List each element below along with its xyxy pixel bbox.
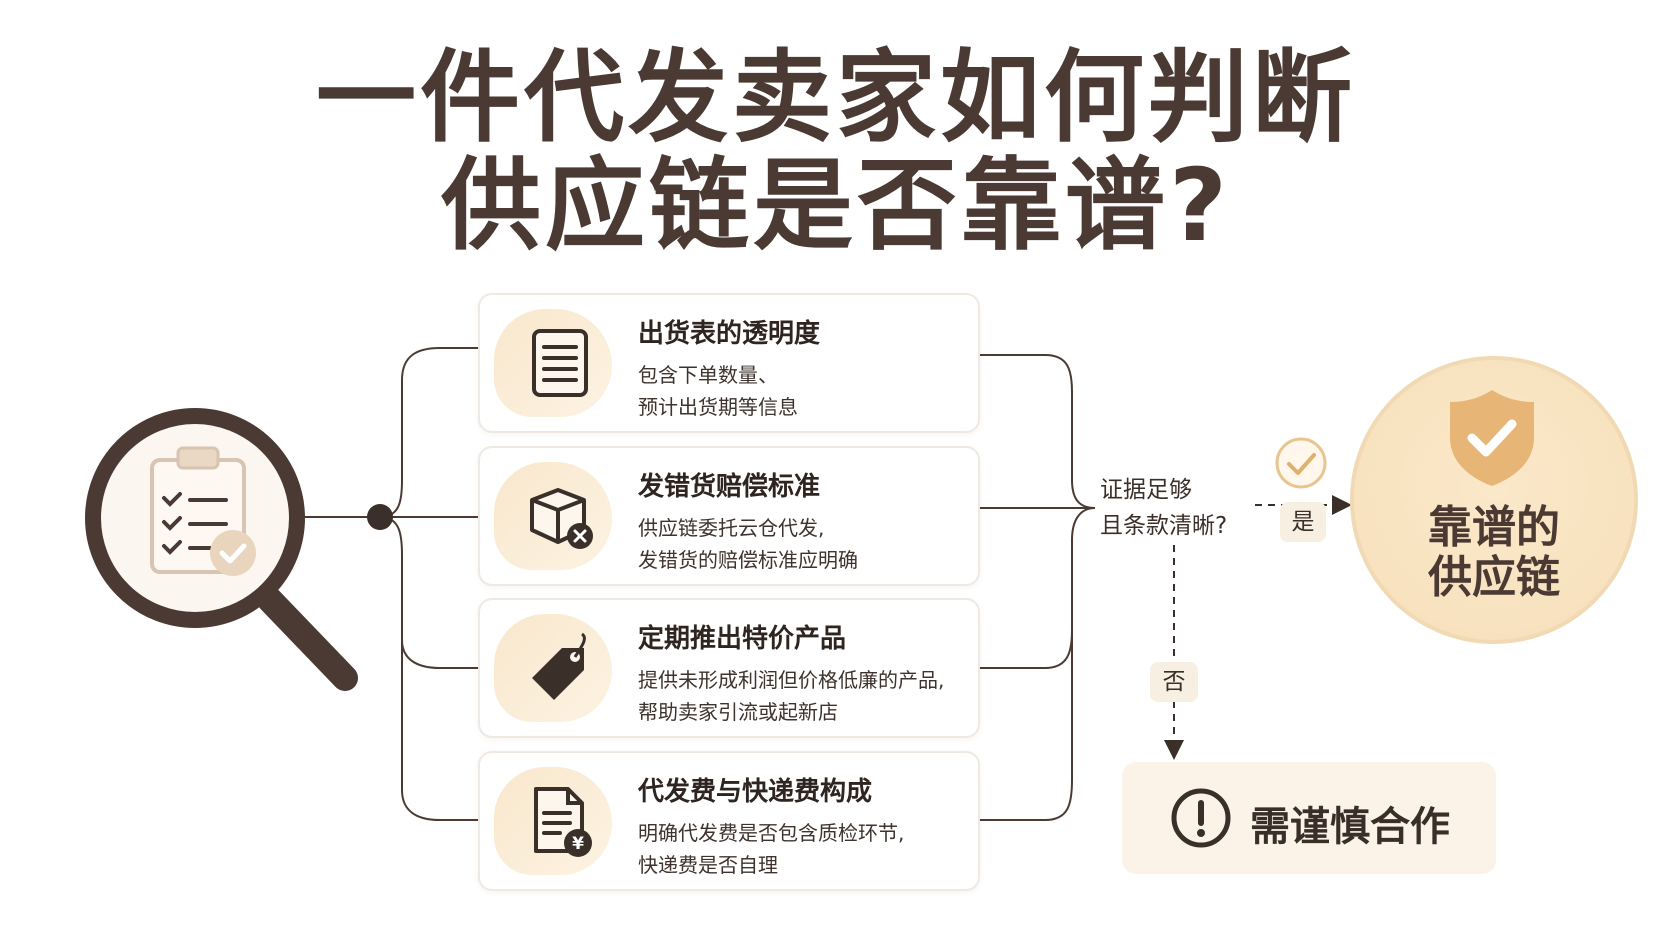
caution-outcome-box xyxy=(1122,762,1496,874)
document-list-icon xyxy=(532,329,588,397)
invoice-yen-icon: ¥ xyxy=(534,787,592,857)
no-label: 否 xyxy=(1150,662,1198,702)
criterion-card-2: 发错货赔偿标准 供应链委托云仓代发, 发错货的赔偿标准应明确 xyxy=(478,446,980,586)
decision-question-line2: 且条款清晰? xyxy=(1100,513,1228,539)
reliable-outcome-line1: 靠谱的 xyxy=(1428,502,1560,553)
magnifier-checklist-icon xyxy=(85,408,358,691)
criterion-title: 定期推出特价产品 xyxy=(638,624,847,654)
yes-label: 是 xyxy=(1280,502,1326,542)
criterion-desc-line2: 发错货的赔偿标准应明确 xyxy=(638,548,858,572)
criterion-desc-line1: 供应链委托云仓代发, xyxy=(638,516,825,540)
hub-node xyxy=(367,504,393,530)
reliable-outcome-line2: 供应链 xyxy=(1428,552,1560,603)
criterion-desc-line2: 预计出货期等信息 xyxy=(638,395,798,419)
criterion-card-1: 出货表的透明度 包含下单数量、 预计出货期等信息 xyxy=(478,293,980,433)
page-title-line1: 一件代发卖家如何判断 xyxy=(316,39,1356,156)
right-merge-lines xyxy=(978,354,1096,821)
price-tag-icon xyxy=(532,632,586,700)
criterion-desc-line1: 明确代发费是否包含质检环节, xyxy=(638,821,905,845)
svg-text:¥: ¥ xyxy=(572,834,584,854)
page-title-line2: 供应链是否靠谱? xyxy=(440,147,1231,264)
caution-outcome-label: 需谨慎合作 xyxy=(1250,804,1450,850)
exclamation-circle-icon xyxy=(1171,788,1231,848)
left-branch-lines xyxy=(303,347,478,821)
criterion-desc-line1: 包含下单数量、 xyxy=(638,363,778,387)
criterion-card-3: 定期推出特价产品 提供未形成利润但价格低廉的产品, 帮助卖家引流或起新店 xyxy=(478,598,980,738)
criterion-title: 出货表的透明度 xyxy=(638,319,821,349)
criterion-desc-line2: 快递费是否自理 xyxy=(638,853,778,877)
shield-check-icon xyxy=(1450,390,1534,486)
box-error-icon xyxy=(530,488,593,549)
criterion-title: 代发费与快递费构成 xyxy=(638,777,873,807)
criterion-title: 发错货赔偿标准 xyxy=(638,472,821,502)
criterion-desc-line1: 提供未形成利润但价格低廉的产品, xyxy=(638,668,945,692)
decision-question-line1: 证据足够 xyxy=(1100,477,1192,503)
criterion-card-4: ¥ 代发费与快递费构成 明确代发费是否包含质检环节, 快递费是否自理 xyxy=(478,751,980,891)
check-circle-icon xyxy=(1275,437,1327,489)
criterion-desc-line2: 帮助卖家引流或起新店 xyxy=(638,700,838,724)
